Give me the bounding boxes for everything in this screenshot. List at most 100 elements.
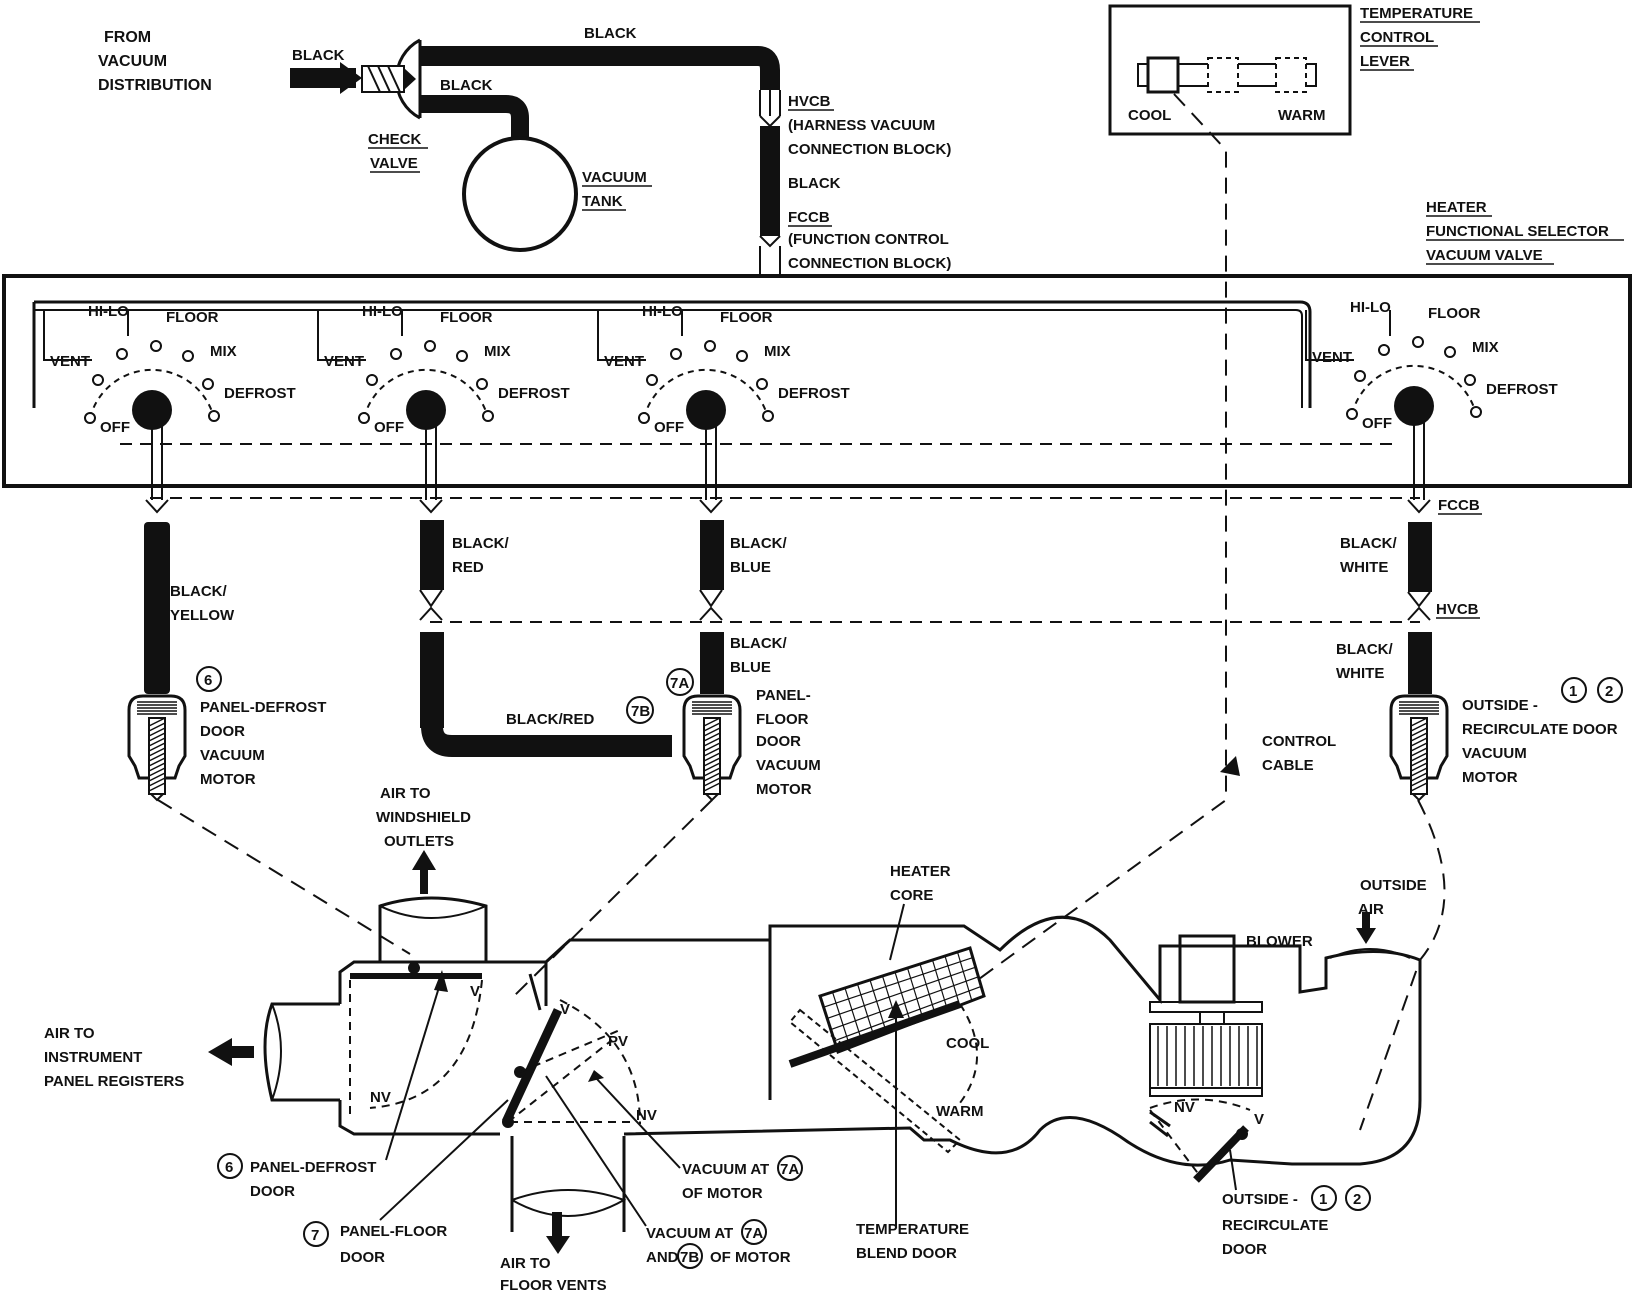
heater-core <box>818 946 986 1054</box>
motor-panel-defrost <box>127 694 187 802</box>
ord-num-1: 1 <box>1319 1191 1327 1208</box>
hose3-label-1: BLACK/ <box>730 535 787 552</box>
pd-door-label-1: PANEL-DEFROST <box>250 1159 376 1176</box>
dial-3-vent-label: VENT <box>604 353 644 370</box>
mo-label-4: MOTOR <box>1462 769 1518 786</box>
hose-black-white <box>1408 522 1432 592</box>
m7-label-4: VACUUM <box>756 757 821 774</box>
pf-door-num: 7 <box>311 1227 319 1244</box>
tank-hose <box>420 95 529 138</box>
mo-label-1: OUTSIDE - <box>1462 697 1538 714</box>
lever-title-1: TEMPERATURE <box>1360 5 1473 22</box>
vac7ab-label-1: VACUUM AT <box>646 1225 733 1242</box>
dial-3-hilo-label: HI-LO <box>642 303 683 320</box>
inlet-hose <box>290 68 356 88</box>
vac7a-circ: 7A <box>780 1161 799 1178</box>
lever-title-2: CONTROL <box>1360 29 1434 46</box>
hose2-label-2: RED <box>452 559 484 576</box>
vac7a-label-2: OF MOTOR <box>682 1185 763 1202</box>
air-panel-1: AIR TO <box>44 1025 95 1042</box>
dial-1-off-label: OFF <box>100 419 130 436</box>
ord-label-3: DOOR <box>1222 1241 1267 1258</box>
vac7ab-label-3: OF MOTOR <box>710 1249 791 1266</box>
hvcb-desc-2: CONNECTION BLOCK) <box>788 141 951 158</box>
hose4b-label-1: BLACK/ <box>1336 641 1393 658</box>
dial-2-defrost-label: DEFROST <box>498 385 570 402</box>
check-valve <box>361 38 422 120</box>
hose4b-label-2: WHITE <box>1336 665 1384 682</box>
outside-air-1: OUTSIDE <box>1360 877 1427 894</box>
from-label-1: FROM <box>104 29 151 46</box>
vac7ab-circ-b: 7B <box>680 1249 699 1266</box>
hose-black-yellow <box>144 522 170 694</box>
pf-nv: NV <box>636 1107 657 1124</box>
hose1-label-2: YELLOW <box>170 607 235 624</box>
hose-black-blue <box>700 520 724 590</box>
vacuum-motors <box>127 694 1449 802</box>
inlet-arrow <box>340 62 362 94</box>
vacuum-tank-label-2: TANK <box>582 193 623 210</box>
dial-2-off-label: OFF <box>374 419 404 436</box>
circle-7a: 7A <box>670 675 689 692</box>
pf-v: V <box>560 1001 570 1018</box>
hose3b-label-1: BLACK/ <box>730 635 787 652</box>
fccb-label-top: FCCB <box>788 209 830 226</box>
hose2-label-1: BLACK/ <box>452 535 509 552</box>
dial-rotor <box>1394 386 1434 426</box>
pd-door-num: 6 <box>225 1159 233 1176</box>
motor-panel-floor <box>682 694 742 802</box>
dial-2-hilo-label: HI-LO <box>362 303 403 320</box>
ord-v: V <box>1254 1111 1264 1128</box>
air-windshield-1: AIR TO <box>380 785 431 802</box>
m6-num: 6 <box>204 672 212 689</box>
black-top-label: BLACK <box>584 25 637 42</box>
blend-cool: COOL <box>946 1035 989 1052</box>
m6-label-3: VACUUM <box>200 747 265 764</box>
control-cable-label-1: CONTROL <box>1262 733 1336 750</box>
motor-outside-recirculate <box>1389 694 1449 802</box>
lever-cool-knob <box>1146 56 1180 94</box>
dial-4-mix-label: MIX <box>1472 339 1499 356</box>
dial-4-off-label: OFF <box>1362 415 1392 432</box>
ductwork: AIR TO WINDSHIELD OUTLETS AIR TO INSTRUM… <box>44 785 1427 1294</box>
hose4-label-2: WHITE <box>1340 559 1388 576</box>
from-label-3: DISTRIBUTION <box>98 77 212 94</box>
fccb-desc-2: CONNECTION BLOCK) <box>788 255 951 272</box>
panel-floor-door <box>501 1008 563 1124</box>
hvcb-connector <box>759 90 781 128</box>
blend-warm: WARM <box>936 1103 984 1120</box>
dial-1-floor-label: FLOOR <box>166 309 219 326</box>
air-windshield-2: WINDSHIELD <box>376 809 471 826</box>
selector-title-2: FUNCTIONAL SELECTOR <box>1426 223 1609 240</box>
hose-black-red <box>421 725 672 757</box>
dial-1-mix-label: MIX <box>210 343 237 360</box>
selector-box <box>2 274 1632 488</box>
dial-1-hilo-label: HI-LO <box>88 303 129 320</box>
hose-section: BLACK/ YELLOW BLACK/ RED BLACK/RED 7B BL… <box>144 410 1482 757</box>
dial-2-floor-label: FLOOR <box>440 309 493 326</box>
control-cable <box>949 93 1227 1001</box>
dial-2-vent-label: VENT <box>324 353 364 370</box>
m6-label-2: DOOR <box>200 723 245 740</box>
dial-4-vent-label: VENT <box>1312 349 1352 366</box>
lever-warm-label: WARM <box>1278 107 1326 124</box>
selector-valve: HEATER FUNCTIONAL SELECTOR VACUUM VALVE … <box>2 199 1632 488</box>
air-panel-3: PANEL REGISTERS <box>44 1073 184 1090</box>
vac7ab-circ-a: 7A <box>744 1225 763 1242</box>
circle-7b: 7B <box>631 703 650 720</box>
callouts: 6 PANEL-DEFROST DOOR 7 PANEL-FLOOR DOOR … <box>217 970 1371 1269</box>
lever-box <box>1108 4 1352 136</box>
hose3b-label-2: BLUE <box>730 659 771 676</box>
dial-4-defrost-label: DEFROST <box>1486 381 1558 398</box>
hose4-label-1: BLACK/ <box>1340 535 1397 552</box>
hvcb-label: HVCB <box>788 93 831 110</box>
fccb-label-low: FCCB <box>1438 497 1480 514</box>
hose3-label-2: BLUE <box>730 559 771 576</box>
ord-label-2: RECIRCULATE <box>1222 1217 1328 1234</box>
blower <box>1149 934 1263 1097</box>
hvcb-label-low: HVCB <box>1436 601 1479 618</box>
temp-blend-label-1: TEMPERATURE <box>856 1221 969 1238</box>
lever-cool-label: COOL <box>1128 107 1171 124</box>
air-windshield-3: OUTLETS <box>384 833 454 850</box>
